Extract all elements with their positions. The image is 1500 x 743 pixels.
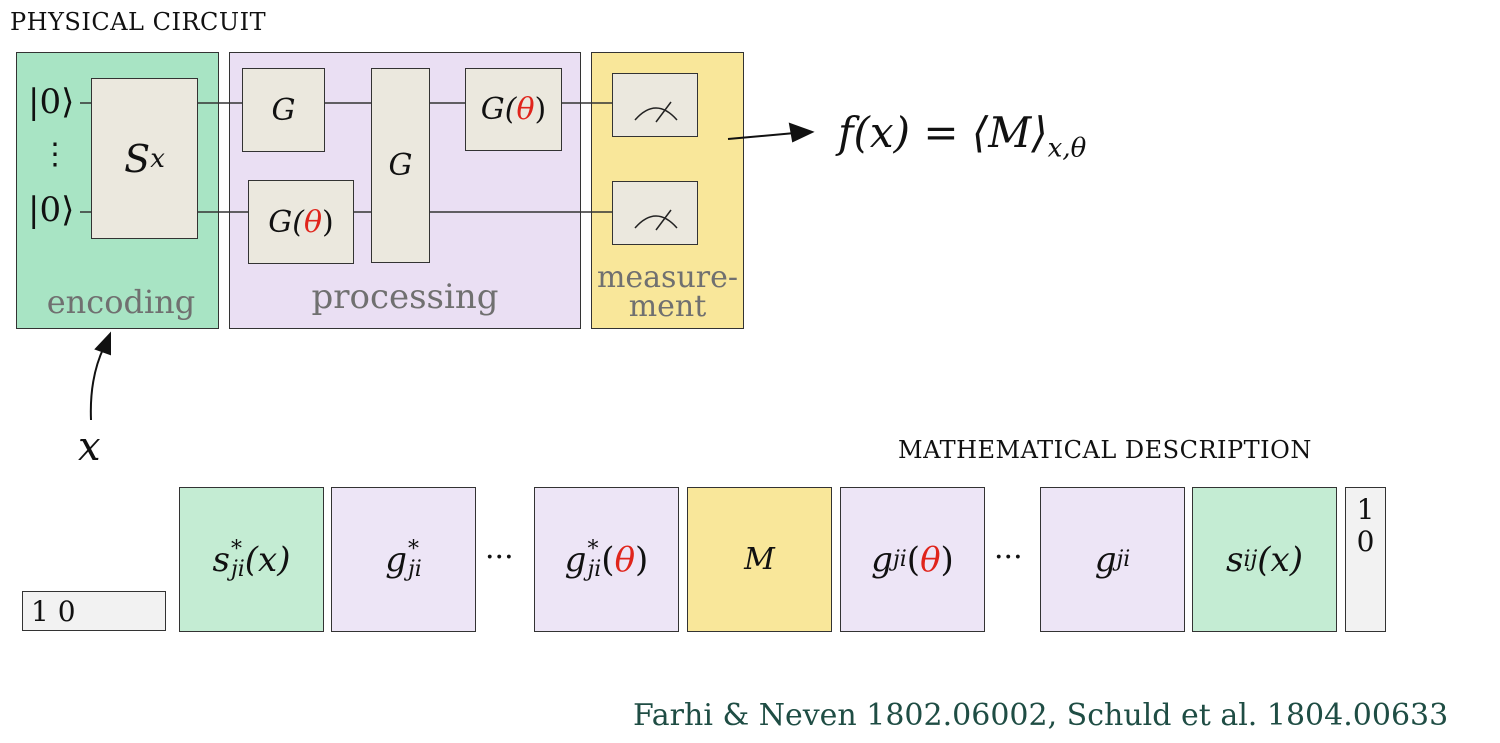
output-formula-subscript: x,θ: [1047, 133, 1087, 164]
s-sub: ij: [1243, 547, 1258, 572]
output-formula: f(x) = ⟨M⟩x,θ: [838, 108, 1086, 163]
gate-g-theta-bottom-post: ): [322, 204, 334, 240]
gate-g-top-label: G: [271, 92, 296, 128]
s-base: s: [1225, 539, 1244, 580]
right-vector-top: 1: [1356, 493, 1375, 526]
gate-g-theta-top-pre: G(: [480, 92, 517, 127]
g-theta-base: g: [871, 539, 893, 580]
g-star-theta-sub: ji: [587, 556, 602, 582]
g-theta-sub: ji: [892, 547, 907, 572]
output-formula-main: f(x) = ⟨M⟩: [838, 108, 1048, 157]
dots-left: ···: [485, 540, 514, 575]
output-arrow: [727, 122, 815, 143]
g-base: g: [1094, 539, 1117, 580]
encoding-label: encoding: [46, 283, 196, 321]
theta-symbol: θ: [516, 92, 535, 127]
right-vector-bottom: 0: [1356, 525, 1375, 558]
g-star-theta-pre: (: [601, 539, 615, 580]
meter-top: [612, 73, 698, 137]
g-star-theta-base: g: [564, 539, 587, 580]
tile-g-star: g*ji: [331, 487, 476, 632]
g-theta-post: ): [940, 539, 954, 580]
tile-s-star: s*ji(x): [179, 487, 324, 632]
g-theta-pre: (: [906, 539, 921, 580]
ket-zero-bottom: |0⟩: [28, 190, 75, 230]
s-star-arg: (x): [244, 539, 291, 580]
physical-circuit-title: PHYSICAL CIRCUIT: [10, 8, 267, 36]
g-star-sup: *: [407, 536, 419, 562]
gate-g-theta-top-post: ): [534, 92, 547, 127]
theta-symbol: θ: [303, 204, 322, 240]
ket-zero-top: |0⟩: [28, 82, 75, 122]
s-star-sub: ji: [230, 556, 245, 582]
s-star-sup: *: [230, 536, 242, 562]
reference-citation: Farhi & Neven 1802.06002, Schuld et al. …: [633, 698, 1449, 733]
g-sub: ji: [1116, 547, 1131, 572]
gate-g-tall: G: [371, 68, 430, 263]
input-x-label: x: [78, 424, 101, 470]
tile-g-star-theta: g*ji(θ): [534, 487, 679, 632]
tile-m: M: [687, 487, 832, 632]
measurement-label-line1: measure-: [596, 260, 739, 295]
theta-symbol: θ: [920, 539, 941, 580]
encoding-gate-symbol: S: [124, 136, 151, 181]
g-star-sub: ji: [407, 556, 422, 582]
input-arrow: [89, 331, 111, 421]
gate-g-top: G: [242, 68, 325, 152]
mathematical-description-title: MATHEMATICAL DESCRIPTION: [898, 436, 1312, 464]
gate-g-theta-top: G(θ): [465, 68, 562, 151]
gate-g-theta-bottom: G(θ): [248, 180, 354, 264]
gate-g-tall-label: G: [388, 148, 413, 183]
vertical-dots: ⋮: [40, 137, 70, 172]
right-vector: 1 0: [1345, 487, 1386, 632]
tile-m-label: M: [744, 542, 775, 577]
left-vector: 1 0: [22, 591, 166, 631]
g-star-theta-post: ): [635, 539, 649, 580]
s-arg: (x): [1257, 539, 1304, 580]
left-vector-values: 1 0: [31, 594, 76, 628]
measurement-label-line2: ment: [628, 289, 707, 324]
meter-bottom: [612, 181, 698, 245]
s-star-base: s: [212, 539, 230, 580]
meter-bottom-icon: [634, 209, 678, 231]
gate-g-theta-bottom-pre: G(: [268, 204, 304, 240]
g-star-base: g: [385, 539, 407, 580]
processing-label: processing: [311, 277, 499, 317]
g-star-theta-sup: *: [587, 536, 599, 562]
meter-top-icon: [634, 101, 678, 123]
dots-right: ···: [994, 540, 1023, 575]
theta-symbol: θ: [614, 539, 636, 580]
encoding-gate-subscript: x: [150, 143, 165, 174]
